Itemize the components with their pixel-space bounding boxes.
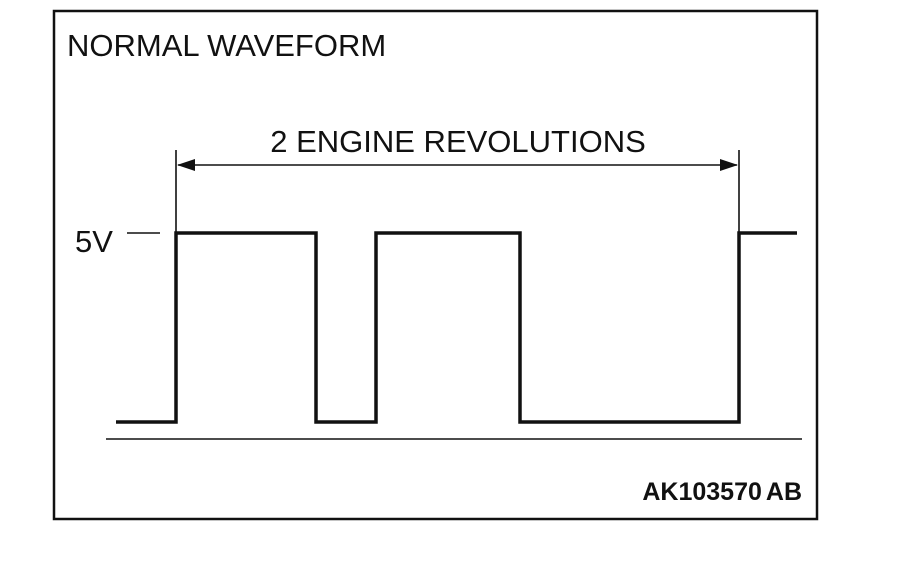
voltage-level-label: 5V	[75, 224, 113, 259]
diagram-title: NORMAL WAVEFORM	[67, 28, 386, 63]
span-label: 2 ENGINE REVOLUTIONS	[270, 124, 646, 159]
span-arrowhead-right	[720, 159, 738, 171]
square-waveform	[116, 231, 797, 424]
revolution-span-indicator: 2 ENGINE REVOLUTIONS	[175, 124, 740, 232]
span-arrowhead-left	[177, 159, 195, 171]
figure-id-main: AK103570	[642, 478, 762, 506]
diagram-frame	[52, 9, 819, 521]
figure-id-suffix: AB	[766, 478, 802, 506]
